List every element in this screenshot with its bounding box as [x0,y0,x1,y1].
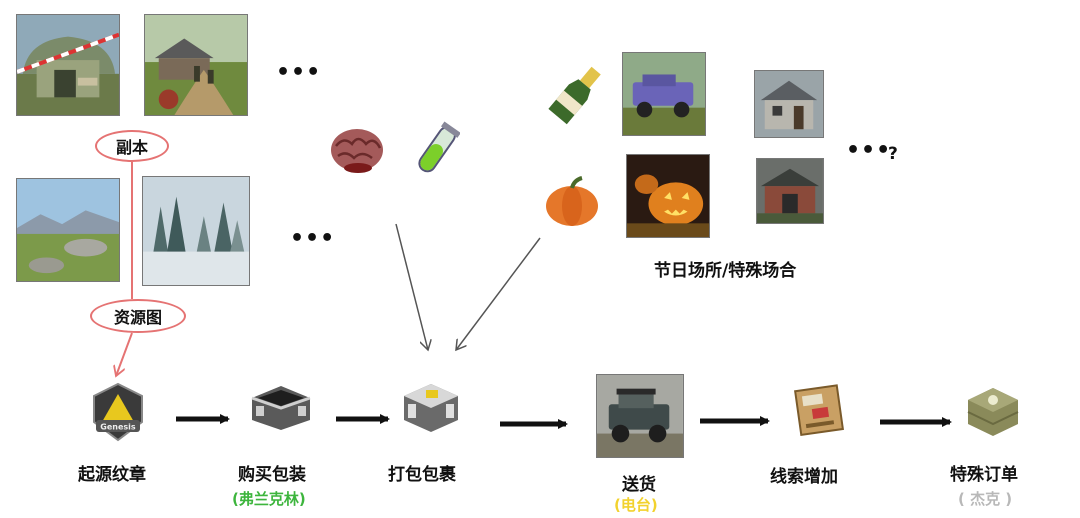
barn-scene-tile [756,158,824,224]
test-tube-icon [412,120,461,182]
resource-map-bubble: 资源图 [90,299,186,333]
delivery-truck-icon [596,374,684,458]
champagne-icon [548,62,606,128]
flow-label-pack-parcel: 打包包裹 [388,465,456,485]
ellipsis-top-left-upper: ••• [276,60,322,85]
resource-to-genesis-arrow [116,332,133,376]
flow-label-special-order: 特殊订单 [950,465,1018,485]
question-mark: ? [888,144,898,164]
flow-sub-radio: (电台) [614,496,658,514]
flow-sub-franklin: (弗兰克林) [232,490,306,508]
sealed-parcel-icon [400,380,462,434]
mountain-meadow-scene-tile [16,178,120,282]
flow-label-genesis: 起源纹章 [78,465,146,485]
flow-label-delivery: 送货 [622,475,656,495]
genesis-badge-icon: Genesis [90,382,146,442]
jack-o-lantern-scene-tile [626,154,710,238]
clue-folder-icon [790,382,850,438]
flow-label-buy-package: 购买包装 [238,465,306,485]
festival-to-parcel-arrow [456,237,541,350]
dungeon-bubble: 副本 [95,130,169,162]
flow-sub-jack: ( 杰克 ) [958,490,1013,508]
bunker-scene-tile [16,14,120,116]
farm-road-scene-tile [144,14,248,116]
jeep-scene-tile [622,52,706,136]
pumpkin-icon [544,176,600,228]
abandoned-house-scene-tile [754,70,824,138]
flow-label-clue-increase: 线索增加 [770,467,838,487]
ellipsis-top-right: ••• [846,138,892,163]
army-crate-icon [964,382,1022,438]
festival-caption: 节日场所/特殊场合 [654,261,797,281]
ellipsis-top-left-lower: ••• [290,226,336,251]
foggy-forest-scene-tile [142,176,250,286]
ingredients-to-parcel-arrow [395,223,428,350]
brain-icon [328,124,386,176]
package-box-icon [248,380,314,432]
genesis-badge-text: Genesis [100,423,136,432]
